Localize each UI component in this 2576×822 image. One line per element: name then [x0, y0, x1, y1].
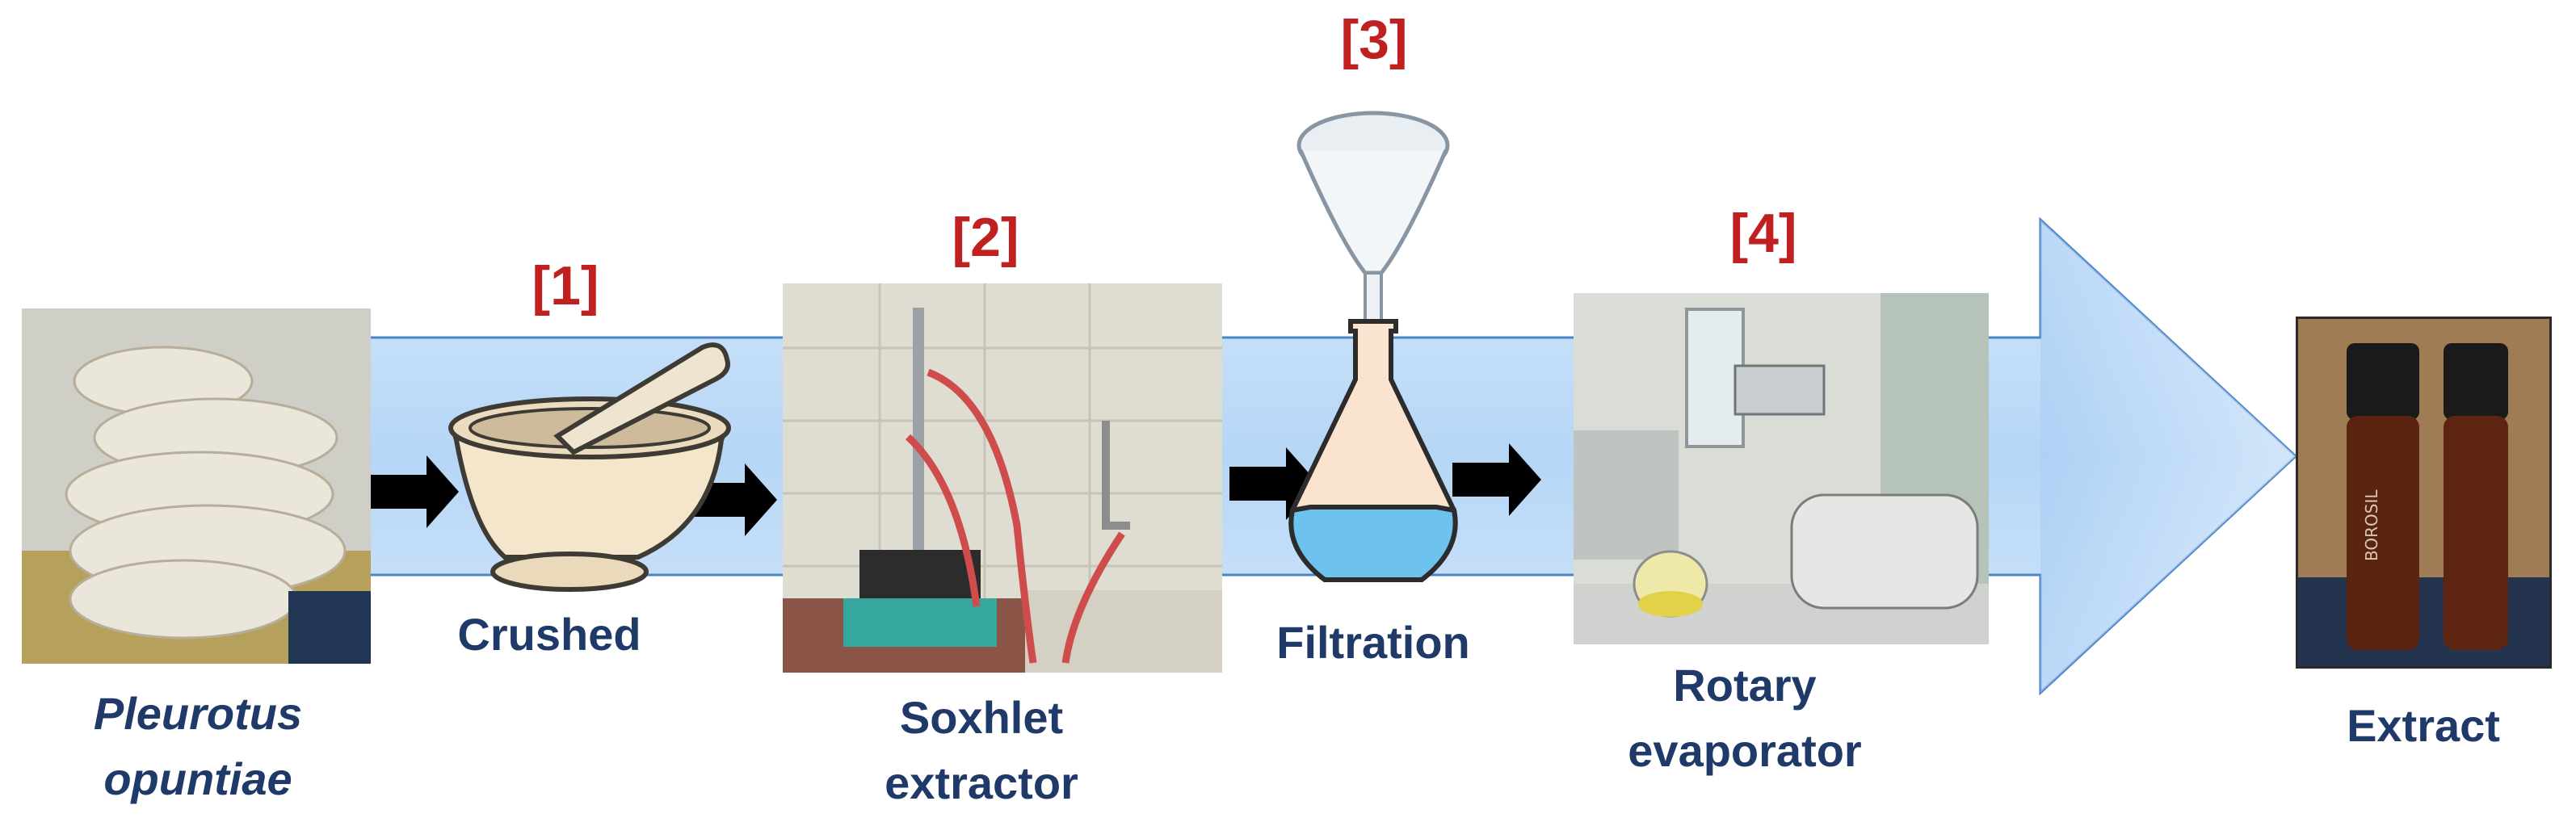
- step-number-3: [3]: [1340, 9, 1408, 70]
- step-arrow-1: [370, 455, 459, 528]
- label-line: Soxhlet: [899, 692, 1064, 743]
- rotary-evaporator-photo: [1574, 293, 1989, 644]
- oyster-mushroom-photo: [22, 308, 371, 664]
- label-line: Pleurotus: [93, 688, 303, 739]
- vial-print: BOROSIL: [2362, 489, 2381, 561]
- label-soxhlet-extractor: Soxhlet extractor: [808, 685, 1155, 816]
- step-number-1: [1]: [532, 255, 599, 317]
- funnel-and-flask-icon: [1288, 111, 1458, 582]
- step-arrow-4: [1452, 443, 1541, 516]
- label-filtration: Filtration: [1276, 617, 1470, 668]
- label-line: opuntiae: [103, 753, 292, 805]
- label-line: evaporator: [1628, 725, 1862, 777]
- label-crushed: Crushed: [457, 609, 641, 660]
- step-number-4: [4]: [1729, 203, 1797, 264]
- step-number-2: [2]: [952, 207, 1019, 268]
- label-pleurotus-opuntiae: Pleurotus opuntiae: [24, 681, 372, 812]
- extract-vials-photo: BOROSIL: [2296, 317, 2552, 669]
- mortar-and-pestle-icon: [448, 342, 731, 592]
- label-extract: Extract: [2347, 700, 2500, 751]
- label-line: Rotary: [1673, 660, 1817, 711]
- label-rotary-evaporator: Rotary evaporator: [1575, 652, 1914, 783]
- flow-arrow-head: [2040, 220, 2296, 693]
- label-line: extractor: [885, 757, 1078, 809]
- soxhlet-extractor-photo: [783, 283, 1222, 673]
